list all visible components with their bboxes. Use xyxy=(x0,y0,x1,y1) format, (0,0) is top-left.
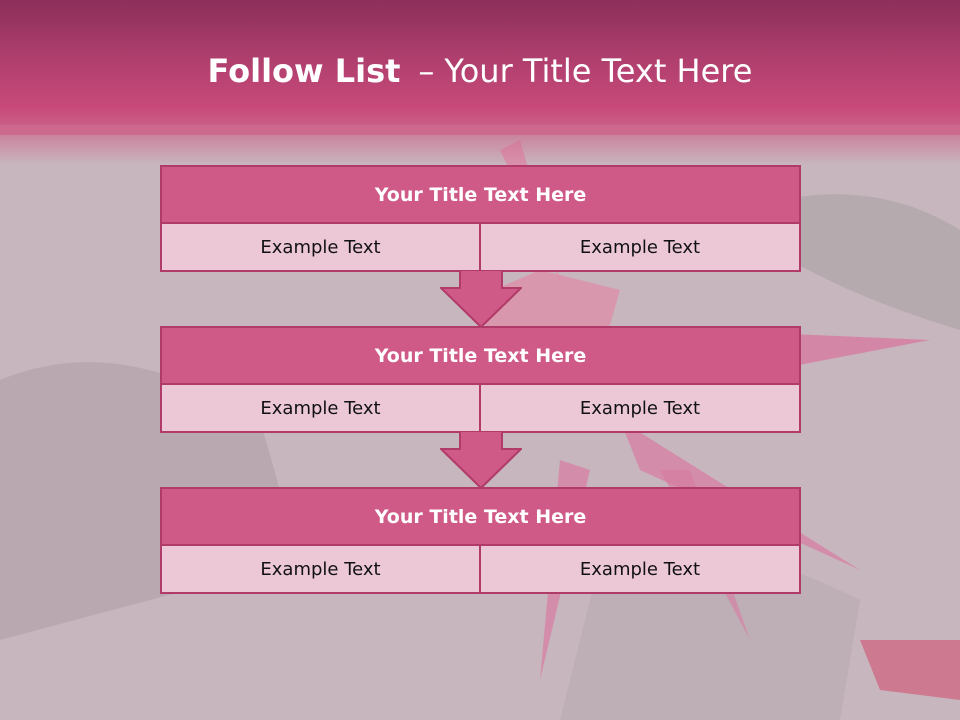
list-block-1: Your Title Text Here Example Text Exampl… xyxy=(160,165,801,272)
slide-title-bold: Follow List xyxy=(207,52,401,90)
slide-title-separator: – xyxy=(418,52,435,90)
block-cell-right: Example Text xyxy=(479,383,801,433)
down-arrow-icon xyxy=(440,270,522,328)
list-block-3: Your Title Text Here Example Text Exampl… xyxy=(160,487,801,594)
title-banner xyxy=(0,0,960,135)
list-block-2: Your Title Text Here Example Text Exampl… xyxy=(160,326,801,433)
block-cell-right: Example Text xyxy=(479,544,801,594)
down-arrow-icon xyxy=(440,431,522,489)
block-cell-left: Example Text xyxy=(160,544,481,594)
slide-title-rest: Your Title Text Here xyxy=(444,52,753,90)
block-title: Your Title Text Here xyxy=(160,487,801,546)
block-title: Your Title Text Here xyxy=(160,165,801,224)
block-cell-left: Example Text xyxy=(160,383,481,433)
title-banner-fade xyxy=(0,125,960,165)
block-cell-left: Example Text xyxy=(160,222,481,272)
slide-title: Follow List–Your Title Text Here xyxy=(0,52,960,90)
block-cell-right: Example Text xyxy=(479,222,801,272)
block-title: Your Title Text Here xyxy=(160,326,801,385)
